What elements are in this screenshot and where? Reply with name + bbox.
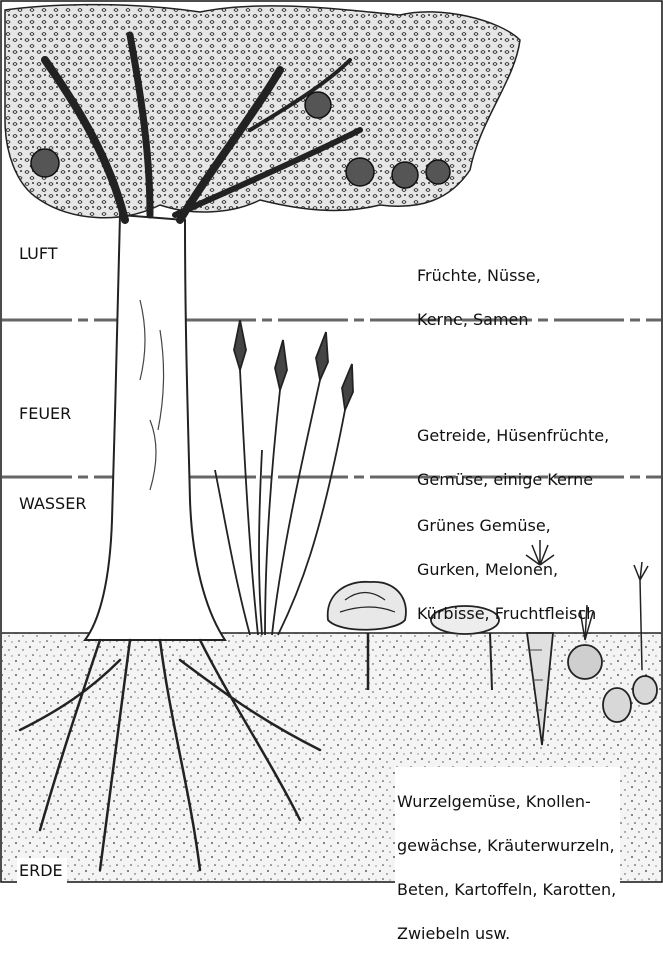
zone-label-wasser: WASSER (19, 493, 86, 515)
food-list-line: Wurzelgemüse, Knollen- (397, 791, 616, 813)
food-list-line: Früchte, Nüsse, (417, 265, 541, 287)
food-list-erde: Wurzelgemüse, Knollen- gewächse, Kräuter… (395, 767, 620, 969)
food-list-line: Gurken, Melonen, (417, 559, 596, 581)
food-list-line: Zwiebeln usw. (397, 923, 616, 945)
food-list-line: Kerne, Samen (417, 309, 541, 331)
food-list-luft: Früchte, Nüsse, Kerne, Samen (417, 243, 541, 353)
food-list-line: Gemüse, einige Kerne (417, 469, 609, 491)
food-list-line: Grünes Gemüse, (417, 515, 596, 537)
food-list-line: Getreide, Hüsenfrüchte, (417, 425, 609, 447)
zone-label-luft: LUFT (19, 243, 58, 265)
food-list-line: Beten, Kartoffeln, Karotten, (397, 879, 616, 901)
food-list-line: gewächse, Kräuterwurzeln, (397, 835, 616, 857)
zone-label-feuer: FEUER (19, 403, 71, 425)
zone-label-erde: ERDE (17, 858, 67, 884)
food-list-wasser: Grünes Gemüse, Gurken, Melonen, Kürbisse… (417, 493, 596, 647)
food-list-line: Kürbisse, Fruchtfleisch (417, 603, 596, 625)
